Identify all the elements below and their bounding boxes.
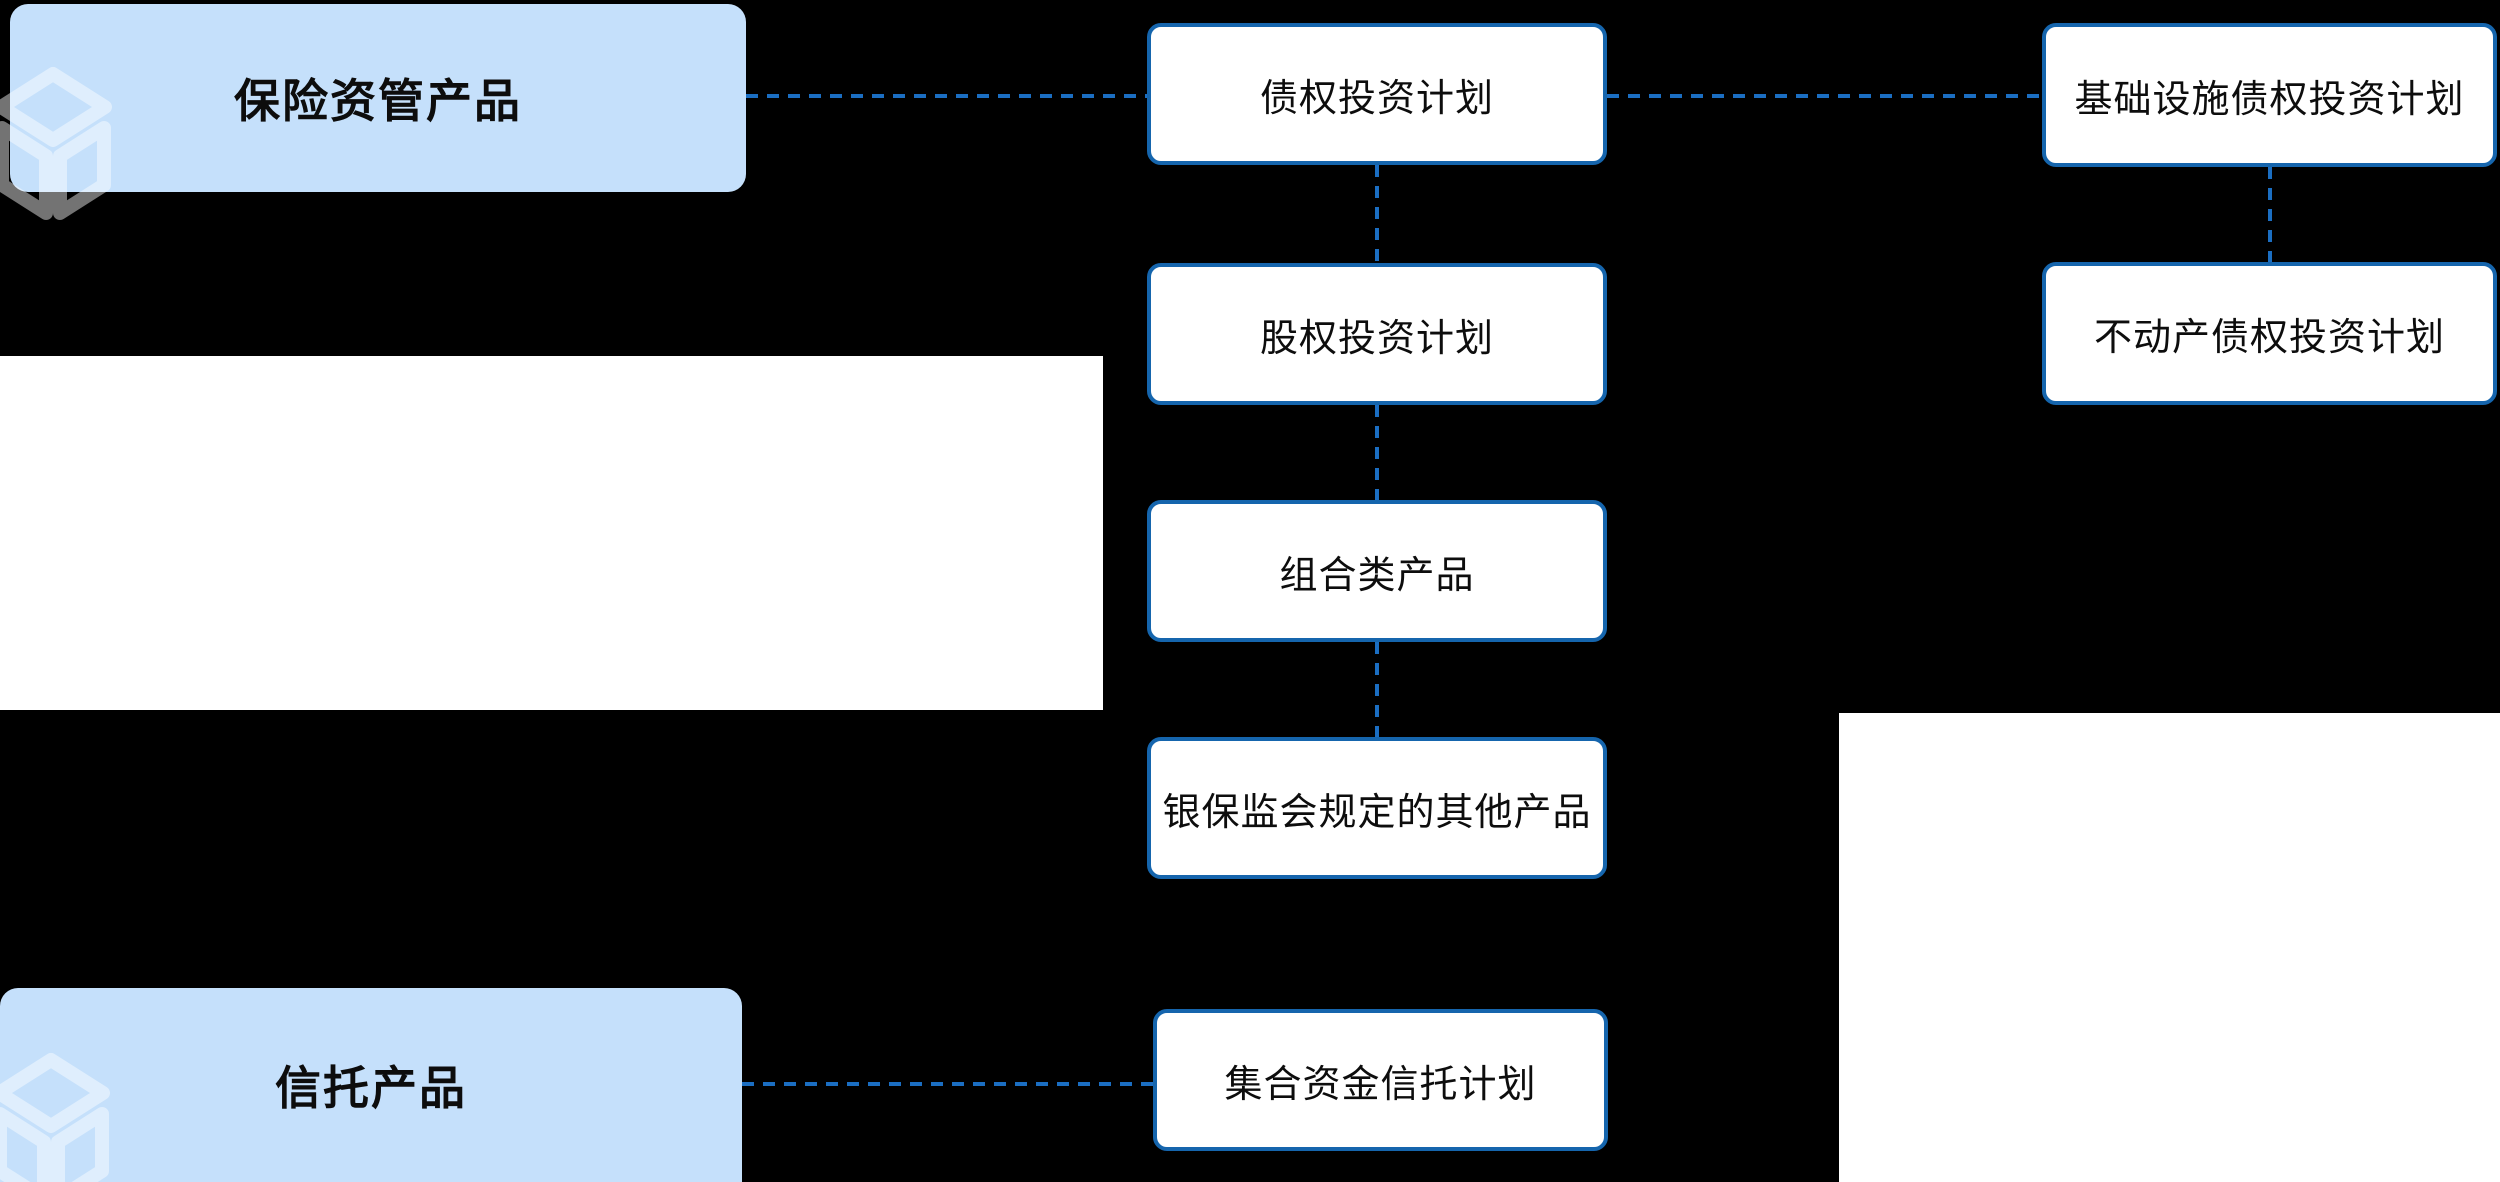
node-real-estate-debt-investment-plan[interactable]: 不动产债权投资计划 [2042,262,2497,405]
node-label: 债权投资计划 [1259,77,1494,120]
node-other-cbirc-products[interactable]: 银保监会规定的其他产品 [1147,737,1607,879]
node-collective-fund-trust-plan[interactable]: 集合资金信托计划 [1153,1009,1608,1151]
node-label: 集合资金信托计划 [1224,1063,1537,1106]
node-label: 基础设施债权投资计划 [2074,78,2465,121]
group-node-label: 保险资管产品 [234,75,522,127]
node-label: 银保监会规定的其他产品 [1162,791,1592,834]
node-equity-investment-plan[interactable]: 股权投资计划 [1147,263,1607,405]
node-infrastructure-debt-investment-plan[interactable]: 基础设施债权投资计划 [2042,23,2497,167]
background-panel-right [1839,713,2500,1182]
group-node-trust-products[interactable]: 信托产品 [0,988,742,1182]
group-node-label: 信托产品 [275,1062,467,1114]
node-label: 不动产债权投资计划 [2093,317,2445,359]
group-node-insurance-asset-management-products[interactable]: 保险资管产品 [10,4,746,192]
node-label: 组合类产品 [1279,554,1475,597]
node-debt-investment-plan[interactable]: 债权投资计划 [1147,23,1607,165]
node-label: 股权投资计划 [1259,317,1494,360]
node-portfolio-products[interactable]: 组合类产品 [1147,500,1607,642]
background-panel-left [0,356,1103,710]
